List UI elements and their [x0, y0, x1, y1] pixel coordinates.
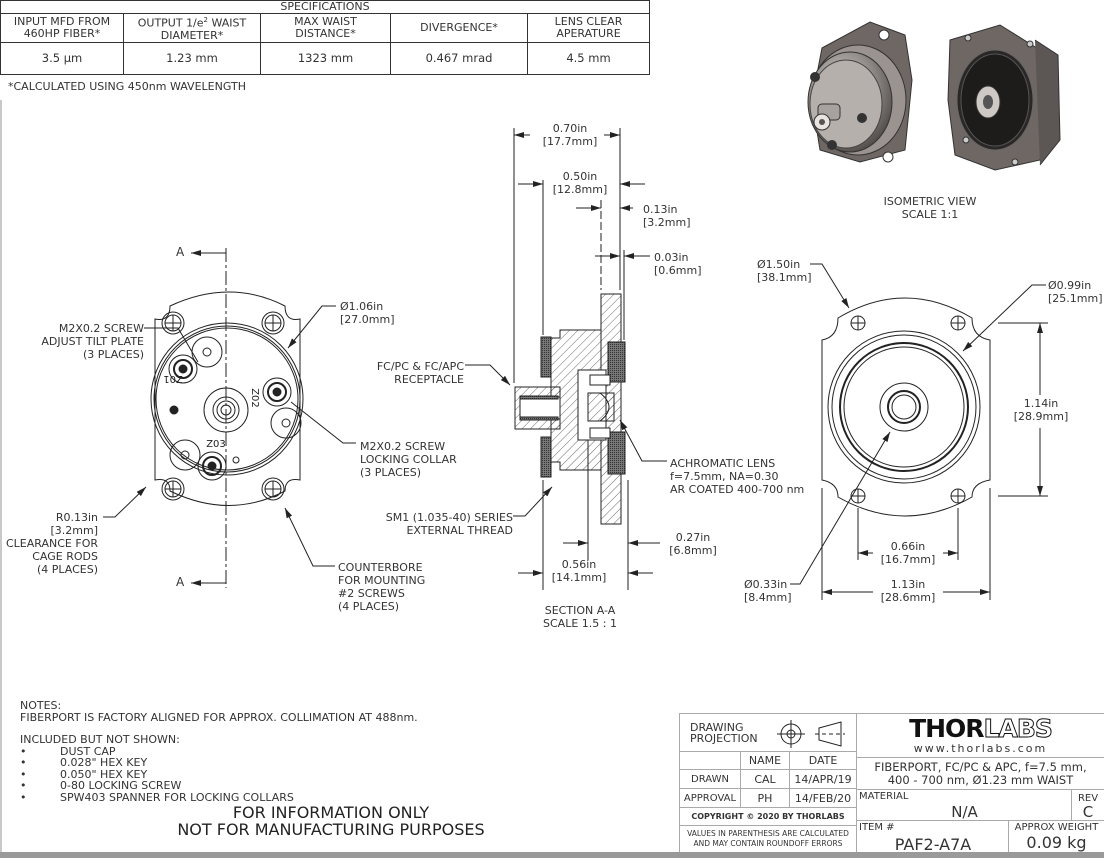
dim-113: 1.13in[28.6mm] — [880, 578, 936, 604]
isometric-render-rear — [947, 24, 1061, 171]
section-marker-bottom: A — [176, 575, 185, 589]
included-list: DUST CAP 0.028" HEX KEY 0.050" HEX KEY 0… — [20, 745, 418, 804]
dim-066: 0.66in[16.7mm] — [880, 540, 936, 566]
screw-label-z01: Z01 — [163, 373, 183, 384]
item-cell: ITEM # PAF2-A7A — [857, 821, 1009, 854]
dim-056: 0.56in[14.1mm] — [551, 558, 607, 584]
dim-050: 0.50in[12.8mm] — [552, 170, 608, 196]
isometric-render-front — [807, 21, 913, 163]
spec-col-max-waist-distance: MAX WAIST DISTANCE* — [260, 13, 391, 43]
screw-label-z03: Z03 — [206, 439, 226, 450]
list-item: 0.028" HEX KEY — [20, 757, 418, 769]
dim-033: Ø0.33in[8.4mm] — [744, 578, 792, 604]
dim-013: 0.13in[3.2mm] — [643, 203, 691, 229]
notes-heading: NOTES: — [20, 699, 62, 712]
dim-003: 0.03in[0.6mm] — [654, 251, 702, 277]
notes-line: FIBERPORT IS FACTORY ALIGNED FOR APPROX.… — [20, 710, 418, 724]
callout-diameter-106: Ø1.06in[27.0mm] — [340, 300, 395, 326]
material-label: MATERIAL — [859, 791, 909, 802]
screw-label-z02: Z02 — [249, 388, 260, 408]
weight-label: APPROX WEIGHT — [1014, 822, 1099, 833]
date-header: DATE — [790, 752, 857, 770]
item-value: PAF2-A7A — [894, 835, 972, 854]
weight-cell: APPROX WEIGHT 0.09 kg — [1009, 821, 1104, 854]
page-bottom-edge — [0, 852, 1104, 858]
material-cell: MATERIAL N/A — [857, 790, 1072, 821]
drawn-name: CAL — [741, 770, 790, 789]
rev-cell: REV C — [1072, 790, 1104, 821]
section-marker-top: A — [176, 245, 185, 259]
list-item: 0.050" HEX KEY — [20, 768, 418, 781]
list-item: SPW403 SPANNER FOR LOCKING COLLARS — [20, 791, 418, 804]
copyright: COPYRIGHT © 2020 BY THORLABS — [680, 808, 857, 826]
thorlabs-logo: THORLABS — [909, 714, 1053, 743]
specifications-title: SPECIFICATIONS — [0, 0, 650, 14]
spec-value-input-mfd: 3.5 µm — [0, 41, 124, 75]
list-item: DUST CAP — [20, 745, 418, 758]
drawn-label: DRAWN — [680, 770, 741, 789]
section-view — [465, 128, 667, 590]
notes-section: NOTES: FIBERPORT IS FACTORY ALIGNED FOR … — [20, 700, 418, 803]
rev-label: REV — [1077, 793, 1099, 804]
dim-114: 1.14in[28.9mm] — [1010, 397, 1072, 423]
rear-view — [790, 263, 1048, 600]
front-view — [103, 248, 356, 588]
dim-099: Ø0.99in[25.1mm] — [1048, 279, 1103, 305]
list-item: 0-80 LOCKING SCREW — [20, 780, 418, 792]
dim-overall-070: 0.70in[17.7mm] — [542, 122, 598, 148]
material-value: N/A — [951, 803, 978, 821]
spec-footnote: *CALCULATED USING 450nm WAVELENGTH — [8, 80, 246, 93]
blank-header — [680, 752, 741, 770]
spec-col-divergence: DIVERGENCE* — [390, 13, 528, 43]
spec-value-lens-aperture: 4.5 mm — [527, 41, 650, 75]
page-border-left — [0, 100, 2, 852]
dim-150: Ø1.50in[38.1mm] — [757, 258, 812, 284]
approval-date: 14/FEB/20 — [790, 789, 857, 808]
item-label: ITEM # — [859, 822, 895, 833]
spec-value-max-waist-distance: 1323 mm — [260, 41, 391, 75]
spec-value-divergence: 0.467 mrad — [390, 41, 528, 75]
drawn-date: 14/APR/19 — [790, 770, 857, 789]
dim-027: 0.27in[6.8mm] — [669, 531, 717, 557]
included-heading: INCLUDED BUT NOT SHOWN: — [20, 733, 180, 746]
part-description: FIBERPORT, FC/PC & APC, f=7.5 mm,400 - 7… — [857, 758, 1104, 790]
website: www.thorlabs.com — [913, 742, 1048, 755]
approval-label: APPROVAL — [680, 789, 741, 808]
third-angle-projection-icon — [777, 720, 845, 748]
rev-value: C — [1082, 803, 1094, 821]
approval-name: PH — [741, 789, 790, 808]
spec-value-waist-diameter: 1.23 mm — [123, 41, 261, 75]
logo-cell: THORLABS www.thorlabs.com — [857, 714, 1104, 758]
weight-value: 0.09 kg — [1026, 833, 1087, 852]
name-header: NAME — [741, 752, 790, 770]
